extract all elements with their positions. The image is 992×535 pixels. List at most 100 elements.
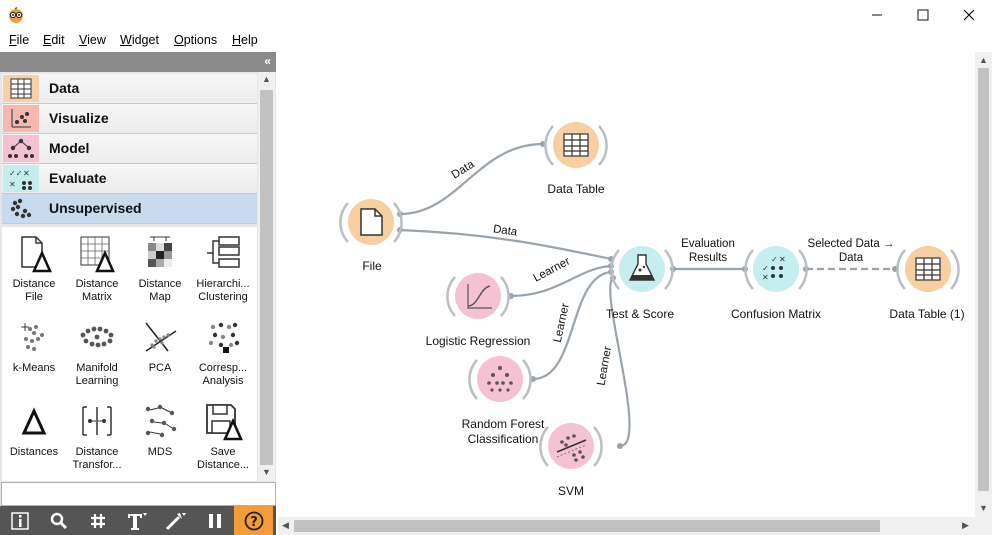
- unsupervised-category-icon: [3, 195, 39, 222]
- hierarchical-clustering-icon: [207, 236, 240, 268]
- scroll-right-icon[interactable]: ▶: [962, 520, 969, 530]
- widget-pca[interactable]: PCA: [128, 317, 192, 375]
- widget-mds[interactable]: MDS: [128, 401, 192, 459]
- scrollbar-thumb[interactable]: [978, 68, 989, 491]
- category-unsupervised[interactable]: Unsupervised: [2, 194, 257, 224]
- data-category-icon: [3, 75, 39, 102]
- menu-edit[interactable]: Edit: [43, 33, 65, 47]
- node-label-data-table: Data Table: [547, 182, 605, 196]
- mds-icon: [145, 404, 177, 438]
- node-label-svm: SVM: [557, 484, 584, 498]
- distance-transformation-icon: [82, 406, 112, 436]
- node-label-confusion-matrix: Confusion Matrix: [730, 307, 822, 321]
- widget-label: k-Means: [12, 362, 56, 374]
- category-visualize[interactable]: Visualize: [2, 104, 257, 134]
- save-distance-matrix-icon: [206, 404, 243, 441]
- category-label: Model: [49, 140, 90, 156]
- evaluate-category-icon: ✓✓ ✕ ✕: [3, 165, 39, 192]
- collapse-icon[interactable]: «: [264, 54, 271, 68]
- menu-options[interactable]: Options: [174, 33, 218, 47]
- svg-text:?: ?: [250, 515, 258, 530]
- close-button[interactable]: [946, 0, 992, 30]
- svg-text:✓: ✓: [762, 264, 769, 273]
- menu-file[interactable]: File: [9, 33, 30, 47]
- help-button[interactable]: ?: [234, 506, 273, 535]
- link-random-forest-to-test-score: [532, 270, 612, 381]
- pause-button[interactable]: [195, 506, 234, 535]
- widget-k-means[interactable]: + k-Means: [2, 317, 66, 375]
- widget-distance-matrix[interactable]: Distance Matrix: [65, 233, 129, 304]
- node-label-data-table-1: Data Table (1): [889, 307, 965, 321]
- widget-search-input[interactable]: [1, 482, 276, 506]
- menu-bar: File Edit View Widget Options Help: [0, 30, 992, 52]
- grid-icon: [90, 513, 105, 528]
- workflow-canvas[interactable]: ✓✕ ✓✕ File Data Table Logistic Regressio…: [278, 52, 975, 517]
- category-data[interactable]: Data: [2, 74, 257, 104]
- node-label-file: File: [362, 259, 382, 273]
- workflow-links: ✓✕ ✓✕: [339, 122, 960, 469]
- menu-view[interactable]: View: [79, 33, 106, 47]
- info-button[interactable]: [0, 506, 39, 535]
- widget-manifold-learning[interactable]: Manifold Learning: [65, 317, 129, 388]
- widget-distance-map[interactable]: Distance Map: [128, 233, 192, 304]
- widget-label: Distance Transfor...: [72, 446, 122, 471]
- model-category-icon: [3, 135, 39, 162]
- scroll-down-icon[interactable]: ▼: [979, 503, 988, 513]
- category-model[interactable]: Model: [2, 134, 257, 164]
- widget-label: Distance Matrix: [75, 278, 119, 303]
- scrollbar-thumb[interactable]: [260, 90, 273, 465]
- scroll-up-icon[interactable]: ▲: [979, 55, 988, 65]
- svg-text:✕: ✕: [9, 180, 16, 189]
- category-label: Data: [49, 80, 80, 96]
- distances-icon: [21, 407, 47, 435]
- data-table-icon: [563, 133, 589, 157]
- maximize-button[interactable]: [900, 0, 946, 30]
- arrow-annotation-button[interactable]: [156, 506, 195, 535]
- confusion-matrix-icon: ✓✕ ✓✕: [762, 255, 786, 282]
- link-label-evaluation-results: Evaluation Results: [681, 238, 735, 264]
- scroll-left-icon[interactable]: ◀: [282, 520, 289, 530]
- svg-text:✓: ✓: [771, 255, 778, 264]
- manifold-learning-icon: [80, 326, 114, 348]
- canvas-vertical-scrollbar[interactable]: ▲ ▼: [975, 52, 992, 517]
- link-file-to-test-score: [399, 228, 612, 261]
- widget-correspondence-analysis[interactable]: Corresp... Analysis: [191, 317, 255, 388]
- category-evaluate[interactable]: ✓✓ ✕ ✕ Evaluate: [2, 164, 257, 194]
- node-data-table: [544, 122, 608, 168]
- scrollbar-thumb[interactable]: [294, 520, 880, 532]
- zoom-button[interactable]: [39, 506, 78, 535]
- node-file: [339, 199, 403, 245]
- node-data-table-1: [896, 246, 960, 292]
- node-random-forest: [468, 356, 532, 402]
- node-label-random-forest: Random Forest Classification: [461, 417, 545, 446]
- pause-icon: [208, 513, 221, 528]
- canvas-horizontal-scrollbar[interactable]: ◀ ▶: [278, 517, 975, 535]
- distance-map-icon: [148, 236, 172, 267]
- widget-label: Hierarchi... Clustering: [196, 278, 250, 303]
- widget-hierarchical-clustering[interactable]: Hierarchi... Clustering: [191, 233, 255, 304]
- scroll-up-icon[interactable]: ▲: [262, 74, 271, 84]
- k-means-icon: +: [20, 320, 44, 351]
- link-svm-to-test-score: [609, 277, 631, 448]
- widget-distances[interactable]: Distances: [2, 401, 66, 459]
- logistic-regression-icon: [467, 284, 492, 309]
- svg-text:✕: ✕: [23, 169, 30, 178]
- widget-label: Corresp... Analysis: [198, 362, 248, 387]
- widget-label: Distance Map: [138, 278, 182, 303]
- collapse-panel-bar[interactable]: «: [0, 52, 276, 72]
- text-annotation-button[interactable]: [117, 506, 156, 535]
- link-file-to-data-table: [399, 142, 544, 216]
- minimize-button[interactable]: [854, 0, 900, 30]
- menu-widget[interactable]: Widget: [120, 33, 159, 47]
- bottom-toolbar: ?: [0, 506, 276, 535]
- title-bar: [0, 0, 992, 30]
- grid-button[interactable]: [78, 506, 117, 535]
- node-svm: [539, 423, 603, 469]
- widget-label: PCA: [148, 362, 172, 374]
- widget-distance-file[interactable]: Distance File: [2, 233, 66, 304]
- widget-distance-transformation[interactable]: Distance Transfor...: [65, 401, 129, 472]
- menu-help[interactable]: Help: [232, 33, 258, 47]
- toolbox-scrollbar[interactable]: ▲ ▼: [258, 72, 275, 481]
- widget-save-distance-matrix[interactable]: Save Distance...: [191, 401, 255, 472]
- scroll-down-icon[interactable]: ▼: [262, 467, 271, 477]
